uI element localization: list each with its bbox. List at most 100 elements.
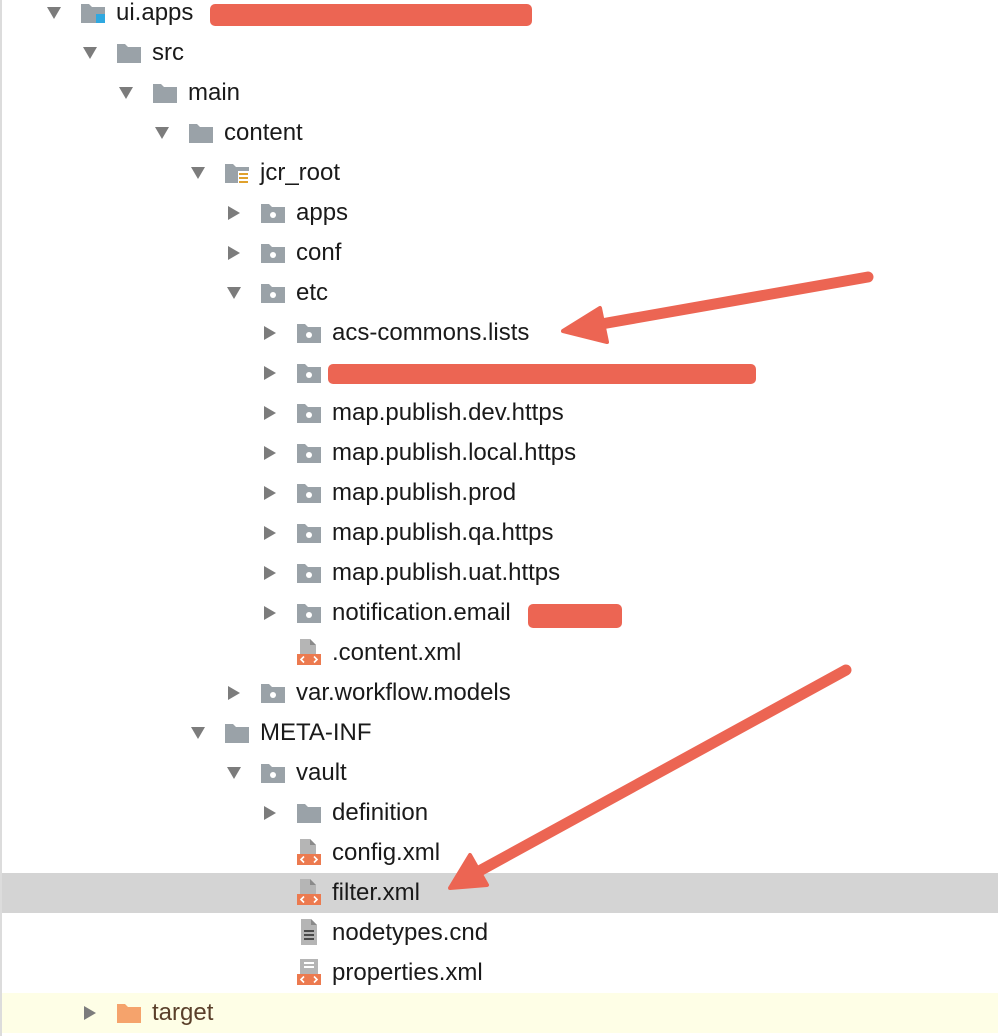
tree-item-content-xml[interactable]: .content.xml	[2, 633, 998, 673]
tree-item-properties-xml[interactable]: properties.xml	[2, 953, 998, 993]
resource-root-folder-icon	[225, 164, 249, 184]
tree-item-main[interactable]: main	[2, 73, 998, 113]
folder-icon	[153, 84, 177, 103]
tree-item-label: ui.apps	[116, 0, 194, 26]
package-folder-icon	[261, 764, 285, 783]
tree-item-label: conf	[296, 239, 342, 266]
collapsed-arrow-icon[interactable]	[261, 404, 279, 422]
redaction-mark	[328, 364, 756, 384]
tree-item-meta-inf[interactable]: META-INF	[2, 713, 998, 753]
tree-item-content[interactable]: content	[2, 113, 998, 153]
package-folder-icon	[297, 324, 321, 343]
tree-item-label: src	[152, 39, 184, 66]
tree-item-ui-apps[interactable]: ui.apps	[2, 0, 998, 33]
tree-item-label: etc	[296, 279, 329, 306]
tree-item-label: vault	[296, 759, 347, 786]
tree-item-label: nodetypes.cnd	[332, 919, 489, 946]
collapsed-arrow-icon[interactable]	[261, 364, 279, 382]
collapsed-arrow-icon[interactable]	[261, 444, 279, 462]
tree-item-label: map.publish.local.https	[332, 439, 577, 466]
panel-left-border	[0, 0, 2, 1036]
tree-item-nodetypes-cnd[interactable]: nodetypes.cnd	[2, 913, 998, 953]
tree-item-label: target	[152, 999, 214, 1026]
xml-file-icon	[297, 879, 321, 905]
package-folder-icon	[261, 244, 285, 263]
folder-icon	[189, 124, 213, 143]
tree-item-label: map.publish.uat.https	[332, 559, 561, 586]
tree-item-jcr-root[interactable]: jcr_root	[2, 153, 998, 193]
expanded-arrow-icon[interactable]	[225, 284, 243, 302]
tree-item-acs-commons-lists[interactable]: acs-commons.lists	[2, 313, 998, 353]
collapsed-arrow-icon[interactable]	[261, 324, 279, 342]
package-folder-icon	[297, 524, 321, 543]
collapsed-arrow-icon[interactable]	[261, 524, 279, 542]
package-folder-icon	[297, 404, 321, 423]
tree-item-label: META-INF	[260, 719, 372, 746]
tree-item-label: main	[188, 79, 241, 106]
xml-file-icon	[297, 639, 321, 665]
package-folder-icon	[297, 604, 321, 623]
collapsed-arrow-icon[interactable]	[225, 204, 243, 222]
module-folder-icon	[81, 4, 105, 23]
tree-item-label: apps	[296, 199, 349, 226]
excluded-folder-icon	[117, 1004, 141, 1023]
collapsed-arrow-icon[interactable]	[81, 1004, 99, 1022]
text-file-icon	[301, 919, 317, 945]
tree-item-label: map.publish.qa.https	[332, 519, 554, 546]
collapsed-arrow-icon[interactable]	[261, 564, 279, 582]
tree-item-label: content	[224, 119, 303, 146]
xml-properties-file-icon	[297, 959, 321, 985]
package-folder-icon	[297, 364, 321, 383]
collapsed-arrow-icon[interactable]	[261, 604, 279, 622]
tree-item-map-publish-dev-https[interactable]: map.publish.dev.https	[2, 393, 998, 433]
expanded-arrow-icon[interactable]	[45, 4, 63, 22]
tree-item-label: acs-commons.lists	[332, 319, 530, 346]
tree-item-label: notification.email	[332, 599, 511, 626]
tree-item-map-publish-qa-https[interactable]: map.publish.qa.https	[2, 513, 998, 553]
tree-item-vault[interactable]: vault	[2, 753, 998, 793]
tree-item-label: properties.xml	[332, 959, 483, 986]
tree-item-conf[interactable]: conf	[2, 233, 998, 273]
redaction-mark	[210, 4, 532, 26]
package-folder-icon	[261, 284, 285, 303]
expanded-arrow-icon[interactable]	[117, 84, 135, 102]
tree-item-label: jcr_root	[260, 159, 341, 186]
tree-item-label: var.workflow.models	[296, 679, 511, 706]
tree-item-map-publish-prod[interactable]: map.publish.prod	[2, 473, 998, 513]
tree-item-definition[interactable]: definition	[2, 793, 998, 833]
expanded-arrow-icon[interactable]	[189, 724, 207, 742]
tree-item-label: filter.xml	[332, 879, 421, 906]
tree-item-label: definition	[332, 799, 429, 826]
expanded-arrow-icon[interactable]	[225, 764, 243, 782]
tree-item-apps[interactable]: apps	[2, 193, 998, 233]
package-folder-icon	[297, 484, 321, 503]
tree-item-src[interactable]: src	[2, 33, 998, 73]
tree-item-map-publish-uat-https[interactable]: map.publish.uat.https	[2, 553, 998, 593]
tree-item-target[interactable]: target	[2, 993, 998, 1033]
expanded-arrow-icon[interactable]	[81, 44, 99, 62]
tree-item-var-workflow-models[interactable]: var.workflow.models	[2, 673, 998, 713]
tree-item-etc[interactable]: etc	[2, 273, 998, 313]
collapsed-arrow-icon[interactable]	[261, 804, 279, 822]
folder-icon	[117, 44, 141, 63]
collapsed-arrow-icon[interactable]	[225, 684, 243, 702]
tree-item-filter-xml[interactable]: filter.xml	[2, 873, 998, 913]
collapsed-arrow-icon[interactable]	[261, 484, 279, 502]
folder-icon	[297, 804, 321, 823]
tree-item-label: .content.xml	[332, 639, 462, 666]
package-folder-icon	[297, 564, 321, 583]
collapsed-arrow-icon[interactable]	[225, 244, 243, 262]
redaction-mark	[528, 604, 622, 628]
package-folder-icon	[297, 444, 321, 463]
expanded-arrow-icon[interactable]	[153, 124, 171, 142]
package-folder-icon	[261, 204, 285, 223]
tree-item-config-xml[interactable]: config.xml	[2, 833, 998, 873]
xml-file-icon	[297, 839, 321, 865]
tree-item-notification-email[interactable]: notification.email	[2, 593, 998, 633]
tree-item-label: map.publish.prod	[332, 479, 517, 506]
folder-icon	[225, 724, 249, 743]
expanded-arrow-icon[interactable]	[189, 164, 207, 182]
tree-item-map-publish-local-https[interactable]: map.publish.local.https	[2, 433, 998, 473]
tree-item-redacted[interactable]	[2, 353, 998, 393]
tree-item-label: config.xml	[332, 839, 441, 866]
